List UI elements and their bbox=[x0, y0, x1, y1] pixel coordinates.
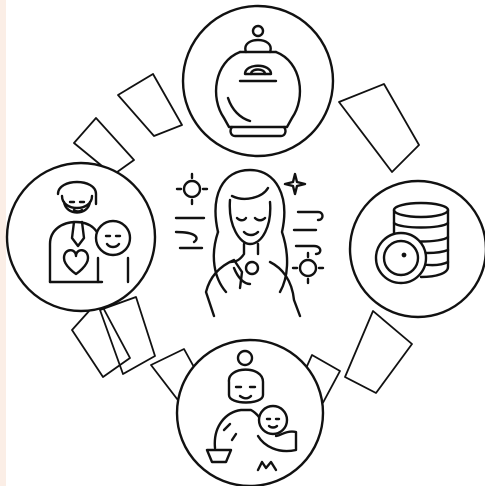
sparkle-icon bbox=[285, 174, 305, 194]
sparkle-icon bbox=[300, 260, 316, 276]
node-right bbox=[350, 181, 485, 317]
wind-lines bbox=[176, 218, 204, 248]
wind-lines bbox=[294, 212, 323, 254]
sparkle-icon bbox=[184, 181, 200, 197]
center-figure bbox=[176, 170, 323, 316]
ring-segment bbox=[118, 74, 182, 136]
ring-segment bbox=[345, 311, 412, 393]
node-left bbox=[7, 163, 155, 311]
node-top bbox=[183, 6, 333, 156]
ring-segment bbox=[339, 84, 419, 172]
calm-woman-meditating-icon bbox=[206, 170, 300, 316]
ring-segment bbox=[100, 297, 155, 374]
node-bottom bbox=[177, 340, 323, 486]
sparkle-icons bbox=[176, 174, 323, 283]
